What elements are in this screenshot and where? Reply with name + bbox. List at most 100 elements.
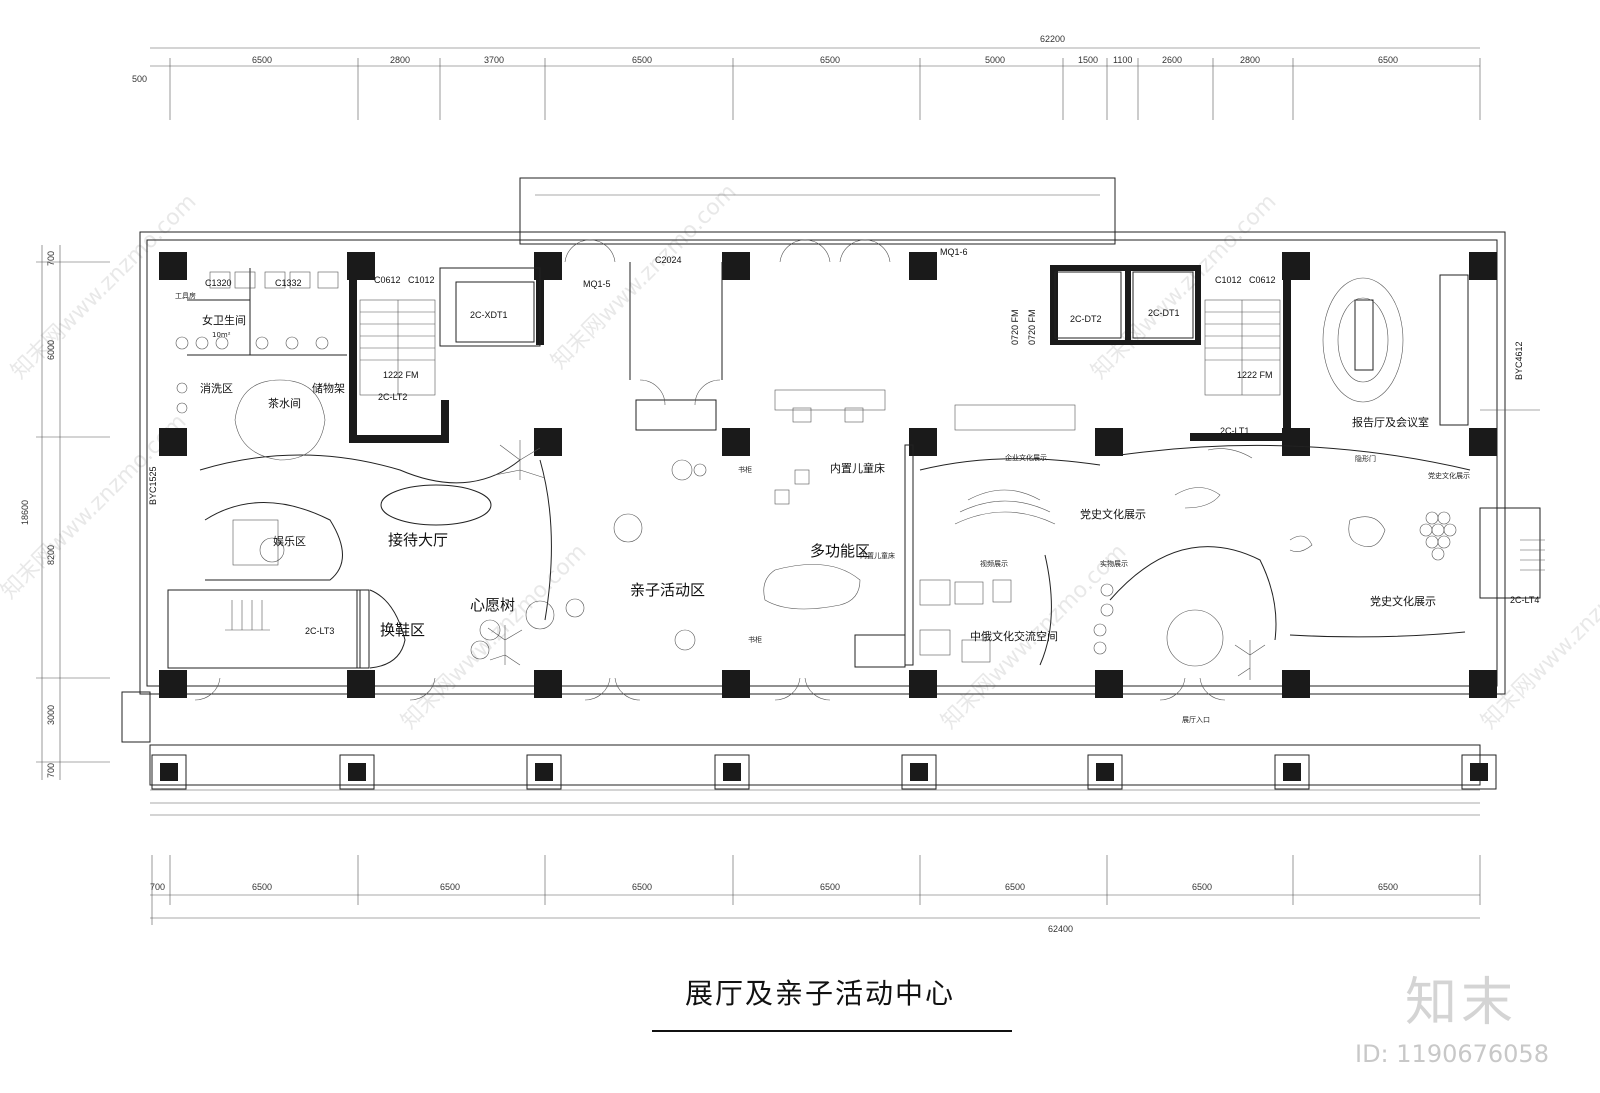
room-label: 视频展示	[980, 559, 1008, 568]
watermark: 知末网www.znzmo.com	[1087, 189, 1282, 384]
room-label: 储物架	[312, 381, 345, 395]
dim-seg: 6500	[632, 882, 652, 892]
stair-label: 2C-LT1	[1220, 426, 1249, 436]
room-label: 内置儿童床	[860, 551, 895, 560]
stair-lt2	[359, 299, 436, 396]
watermark: 知末网www.znzmo.com	[547, 179, 742, 374]
window-code: BYC4612	[1514, 341, 1524, 380]
window-code: C2024	[655, 255, 682, 265]
room-labels: 工具房 女卫生间 10m² 消洗区 茶水间 储物架 娱乐区 接待大厅 心愿树 换…	[175, 291, 1470, 724]
dim-seg: 5000	[985, 55, 1005, 65]
column	[1282, 670, 1310, 698]
column	[1469, 252, 1497, 280]
dim-seg: 6000	[46, 340, 56, 360]
window-code: C1012	[1215, 275, 1242, 285]
room-label: 企业文化展示	[1005, 453, 1047, 462]
room-area: 10m²	[212, 331, 231, 339]
column	[909, 252, 937, 280]
stair-lt1	[1204, 299, 1281, 396]
dim-seg: 6500	[1192, 882, 1212, 892]
column	[1461, 754, 1497, 790]
elevator-label: 2C-DT2	[1070, 314, 1102, 324]
zone-curves	[199, 444, 1471, 669]
column	[714, 754, 750, 790]
dim-seg: 6500	[820, 882, 840, 892]
room-label: 接待大厅	[388, 531, 448, 549]
door-code: MQ1-5	[583, 279, 611, 289]
window-code: C0612	[1249, 275, 1276, 285]
dim-seg: 8200	[46, 545, 56, 565]
dim-seg: 6500	[1378, 55, 1398, 65]
core-labels: 2C-XDT1 2C-DT2 2C-DT1 2C-LT2 2C-LT3 2C-L…	[305, 308, 1539, 636]
dim-seg: 2600	[1162, 55, 1182, 65]
column	[722, 428, 750, 456]
dim-total-bottom: 62400	[1048, 924, 1073, 934]
watermark: 知末网www.znzmo.com	[7, 189, 202, 384]
column	[1095, 670, 1123, 698]
door-swings	[194, 239, 1226, 701]
column	[1282, 252, 1310, 280]
dim-seg: 700	[150, 882, 165, 892]
dim-total-top: 62200	[1040, 34, 1065, 44]
column	[722, 252, 750, 280]
watermark: 知末网www.znzmo.com	[1477, 539, 1600, 734]
dim-seg: 2800	[1240, 55, 1260, 65]
column	[1274, 754, 1310, 790]
wish-tree-icon	[487, 440, 1266, 680]
dim-seg: 1500	[1078, 55, 1098, 65]
dim-offset: 500	[132, 74, 147, 84]
dim-total-left: 18600	[20, 500, 30, 525]
column	[159, 670, 187, 698]
dim-seg: 700	[46, 251, 56, 266]
window-code: C1012	[408, 275, 435, 285]
column	[339, 754, 375, 790]
door-code: MQ1-6	[940, 247, 968, 257]
window-code: C0612	[374, 275, 401, 285]
room-label: 报告厅及会议室	[1352, 415, 1429, 429]
dim-seg: 6500	[252, 55, 272, 65]
column	[151, 754, 187, 790]
door-code: 0720 FM	[1027, 309, 1037, 345]
dim-seg: 1100	[1113, 55, 1132, 65]
drawing-title-block: 展厅及亲子活动中心	[640, 972, 1000, 1012]
watermark: 知末网www.znzmo.com	[397, 539, 592, 734]
elevator-label: 2C-DT1	[1148, 308, 1180, 318]
stair-label: 2C-LT4	[1510, 595, 1539, 605]
column	[909, 670, 937, 698]
window-code: BYC1525	[148, 466, 158, 505]
column	[534, 670, 562, 698]
room-label: 女卫生间	[202, 313, 246, 327]
room-label: 心愿树	[470, 596, 515, 614]
dim-seg: 3000	[46, 705, 56, 725]
column	[534, 428, 562, 456]
column	[909, 428, 937, 456]
furniture	[175, 271, 1457, 667]
core-walls	[349, 265, 1291, 443]
room-label: 党史文化展示	[1080, 507, 1146, 521]
door-code: 1222 FM	[1237, 370, 1273, 380]
room-label: 实物展示	[1100, 559, 1128, 568]
column	[1087, 754, 1123, 790]
door-code: 1222 FM	[383, 370, 419, 380]
stair-lt4	[1520, 539, 1545, 571]
drawing-title: 展厅及亲子活动中心	[684, 977, 955, 1010]
dim-seg: 3700	[484, 55, 504, 65]
dim-seg: 700	[46, 763, 56, 778]
window-code: C1320	[205, 278, 232, 288]
dim-seg: 6500	[632, 55, 652, 65]
column	[1469, 670, 1497, 698]
room-label: 换鞋区	[380, 621, 425, 639]
stair-lt3	[225, 600, 270, 631]
brand-logo: 知末	[1405, 973, 1518, 1033]
column	[901, 754, 937, 790]
stair-label: 2C-LT3	[305, 626, 334, 636]
dim-seg: 6500	[252, 882, 272, 892]
elevator-label: 2C-XDT1	[470, 310, 508, 320]
room-label: 书柜	[738, 465, 752, 474]
column	[347, 252, 375, 280]
column	[1469, 428, 1497, 456]
dim-seg: 2800	[390, 55, 410, 65]
dim-seg: 6500	[1005, 882, 1025, 892]
dim-seg: 6500	[820, 55, 840, 65]
